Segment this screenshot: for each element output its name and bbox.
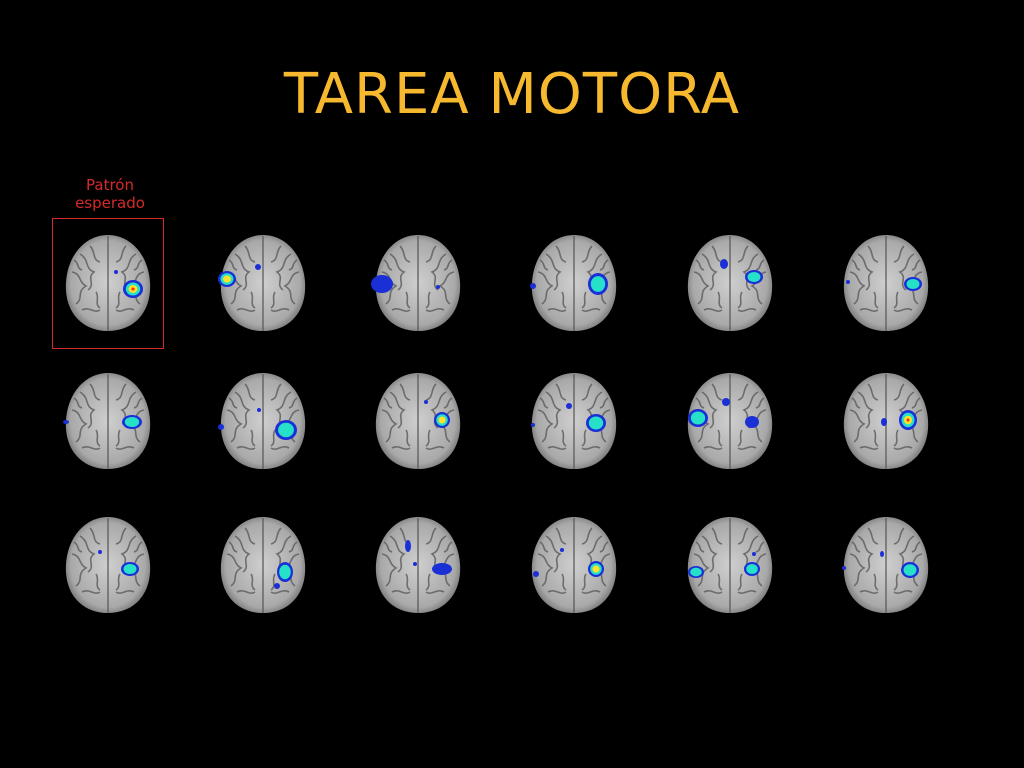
brain-scan-icon: [526, 514, 622, 616]
brain-sulci: [71, 518, 145, 613]
brain-sulci: [71, 374, 145, 469]
activation-blob: [901, 562, 919, 578]
brain-sulci: [381, 374, 455, 469]
activation-blob: [530, 283, 536, 289]
activation-blob: [98, 550, 102, 554]
brain-scan-icon: [215, 514, 311, 616]
activation-blob: [688, 566, 704, 578]
activation-blob: [114, 270, 118, 274]
brain-sulci: [849, 518, 923, 613]
brain-scan-icon: [526, 232, 622, 334]
brain-scan-icon: [682, 370, 778, 472]
activation-blob: [881, 418, 887, 426]
activation-blob: [586, 414, 606, 432]
brain-scan-icon: [215, 370, 311, 472]
activation-blob: [880, 551, 884, 557]
reference-highlight-box: [52, 218, 164, 349]
brain-scan-icon: [526, 370, 622, 472]
activation-blob: [121, 562, 139, 576]
activation-blob: [720, 259, 728, 269]
reference-label-line-2: esperado: [75, 194, 145, 212]
activation-blob: [531, 423, 535, 427]
activation-blob: [722, 398, 730, 406]
activation-blob: [533, 571, 539, 577]
activation-blob: [274, 583, 280, 589]
activation-blob: [371, 275, 393, 293]
brain-scan-icon: [838, 232, 934, 334]
activation-blob: [588, 561, 604, 577]
brain-scan-icon: [838, 514, 934, 616]
brain-sulci: [537, 374, 611, 469]
brain-scan-icon: [60, 370, 156, 472]
activation-blob: [218, 271, 236, 287]
brain-scan-icon: [838, 370, 934, 472]
activation-blob: [842, 566, 846, 570]
activation-blob: [275, 420, 297, 440]
activation-blob: [255, 264, 261, 270]
brain-sulci: [71, 236, 145, 331]
activation-blob: [745, 270, 763, 284]
activation-blob: [566, 403, 572, 409]
activation-blob: [752, 552, 756, 556]
brain-sulci: [849, 236, 923, 331]
activation-blob: [688, 409, 708, 427]
activation-blob: [122, 415, 142, 429]
page-title: TAREA MOTORA: [283, 62, 741, 127]
activation-blob: [218, 424, 224, 430]
activation-blob: [405, 540, 411, 552]
brain-scan-icon: [60, 232, 156, 334]
activation-blob: [904, 277, 922, 291]
activation-blob: [257, 408, 261, 412]
activation-blob: [424, 400, 428, 404]
brain-scan-icon: [682, 514, 778, 616]
brain-scan-icon: [370, 514, 466, 616]
activation-blob: [899, 410, 917, 430]
brain-scan-icon: [370, 370, 466, 472]
brain-scan-icon: [60, 514, 156, 616]
brain-sulci: [537, 518, 611, 613]
activation-blob: [745, 416, 759, 428]
brain-scan-icon: [682, 232, 778, 334]
activation-blob: [846, 280, 850, 284]
activation-blob: [63, 420, 69, 424]
brain-sulci: [849, 374, 923, 469]
brain-sulci: [226, 236, 300, 331]
activation-blob: [436, 285, 440, 289]
activation-blob: [560, 548, 564, 552]
activation-blob: [434, 412, 450, 428]
brain-scan-icon: [215, 232, 311, 334]
reference-label-line-1: Patrón: [86, 176, 134, 194]
brain-sulci: [381, 236, 455, 331]
activation-blob: [744, 562, 760, 576]
activation-blob: [432, 563, 452, 575]
activation-blob: [277, 562, 293, 582]
activation-blob: [413, 562, 417, 566]
brain-scan-icon: [370, 232, 466, 334]
activation-blob: [123, 280, 143, 298]
activation-blob: [588, 273, 608, 295]
reference-label: Patrón esperado: [50, 176, 170, 212]
